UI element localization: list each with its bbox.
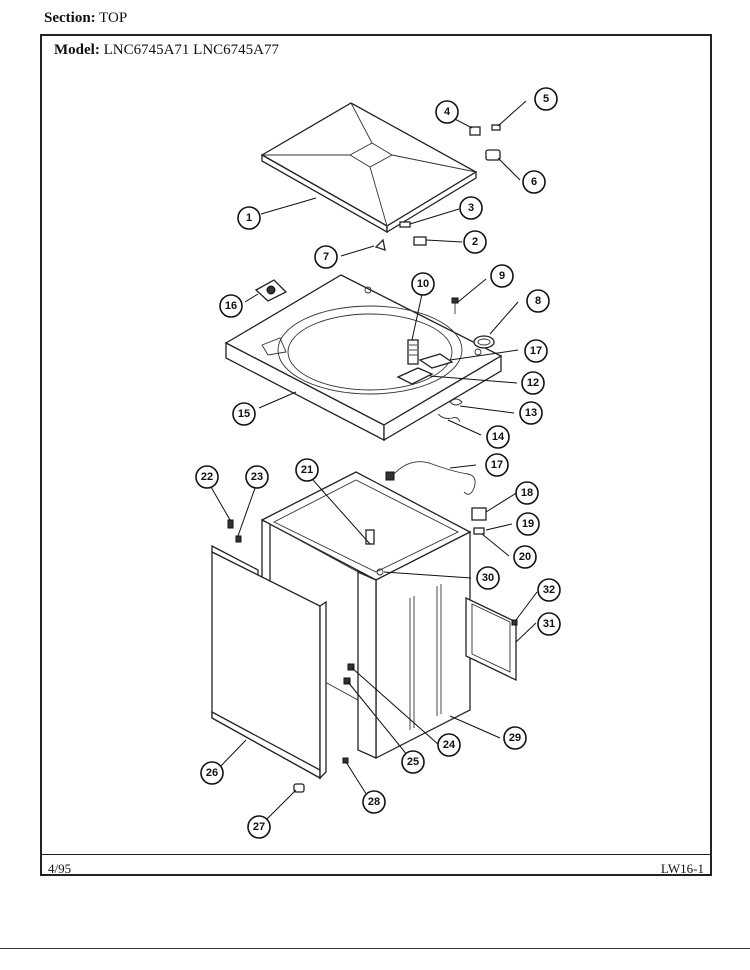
callout-21: 21 — [295, 458, 319, 482]
rear-panel-part — [465, 596, 517, 682]
callout-30: 30 — [476, 566, 500, 590]
svg-text:15: 15 — [238, 408, 250, 420]
front-panel-part — [211, 544, 327, 780]
svg-text:13: 13 — [525, 407, 537, 419]
section-label: Section: — [44, 10, 96, 26]
page-code: LW16-1 — [660, 861, 704, 876]
callout-31: 31 — [537, 612, 561, 636]
fastener-parts — [227, 519, 518, 793]
callout-20: 20 — [513, 545, 537, 569]
callout-10: 10 — [411, 272, 435, 296]
svg-text:25: 25 — [407, 756, 419, 768]
svg-text:7: 7 — [323, 251, 329, 263]
callout-7: 7 — [314, 245, 338, 269]
svg-text:6: 6 — [531, 176, 537, 188]
callout-27: 27 — [247, 815, 271, 839]
callout-9: 9 — [490, 264, 514, 288]
footer-divider — [42, 854, 710, 855]
callout-23: 23 — [245, 465, 269, 489]
svg-text:14: 14 — [492, 431, 505, 443]
revision-date: 4/95 — [48, 861, 72, 876]
callout-1: 1 — [237, 206, 261, 230]
callout-14: 14 — [486, 425, 510, 449]
callout-32: 32 — [537, 578, 561, 602]
svg-text:8: 8 — [535, 295, 541, 307]
svg-text:32: 32 — [543, 584, 555, 596]
callout-4: 4 — [435, 100, 459, 124]
model-heading: Model: LNC6745A71 LNC6745A77 — [54, 42, 279, 59]
svg-text:16: 16 — [225, 300, 237, 312]
section-value: TOP — [99, 10, 128, 26]
section-heading: Section: TOP — [44, 10, 127, 27]
svg-text:31: 31 — [543, 618, 555, 630]
callout-12: 12 — [521, 371, 545, 395]
svg-text:27: 27 — [253, 821, 265, 833]
callout-3: 3 — [459, 196, 483, 220]
lid-part — [260, 102, 478, 234]
power-cord-part — [385, 461, 487, 535]
svg-text:3: 3 — [468, 202, 474, 214]
svg-text:19: 19 — [522, 518, 534, 530]
callout-24: 24 — [437, 733, 461, 757]
svg-text:30: 30 — [482, 572, 494, 584]
top-cover-part — [224, 274, 503, 442]
callout-17-lower: 17 — [485, 453, 509, 477]
svg-text:4: 4 — [444, 106, 451, 118]
hinge-parts — [374, 124, 501, 251]
model-label: Model: — [54, 42, 100, 58]
svg-text:17: 17 — [530, 345, 542, 357]
svg-text:17: 17 — [491, 459, 503, 471]
callout-6: 6 — [522, 170, 546, 194]
callout-26: 26 — [200, 761, 224, 785]
callout-22: 22 — [195, 465, 219, 489]
svg-text:9: 9 — [499, 270, 505, 282]
callout-16: 16 — [219, 294, 243, 318]
model-values: LNC6745A71 LNC6745A77 — [103, 42, 279, 58]
svg-text:28: 28 — [368, 796, 380, 808]
svg-text:12: 12 — [527, 377, 539, 389]
svg-text:21: 21 — [301, 464, 313, 476]
callout-28: 28 — [362, 790, 386, 814]
callout-2: 2 — [463, 230, 487, 254]
svg-text:10: 10 — [417, 278, 429, 290]
page-bottom-rule — [0, 948, 750, 949]
svg-text:24: 24 — [443, 739, 456, 751]
callout-29: 29 — [503, 726, 527, 750]
callout-25: 25 — [401, 750, 425, 774]
callout-15: 15 — [232, 402, 256, 426]
svg-text:23: 23 — [251, 471, 263, 483]
lid-latch-part — [254, 279, 288, 302]
callout-13: 13 — [519, 401, 543, 425]
control-parts — [396, 297, 495, 423]
callout-5: 5 — [534, 87, 558, 111]
svg-text:26: 26 — [206, 767, 218, 779]
callout-19: 19 — [516, 512, 540, 536]
callout-17-upper: 17 — [524, 339, 548, 363]
svg-text:1: 1 — [246, 212, 252, 224]
callout-8: 8 — [526, 289, 550, 313]
svg-text:18: 18 — [521, 487, 533, 499]
svg-text:29: 29 — [509, 732, 521, 744]
diagram-frame: Model: LNC6745A71 LNC6745A77 4/95 LW16-1 — [40, 34, 712, 876]
callout-18: 18 — [515, 481, 539, 505]
svg-text:20: 20 — [519, 551, 531, 563]
svg-text:5: 5 — [543, 93, 549, 105]
svg-text:2: 2 — [472, 236, 478, 248]
svg-text:22: 22 — [201, 471, 213, 483]
